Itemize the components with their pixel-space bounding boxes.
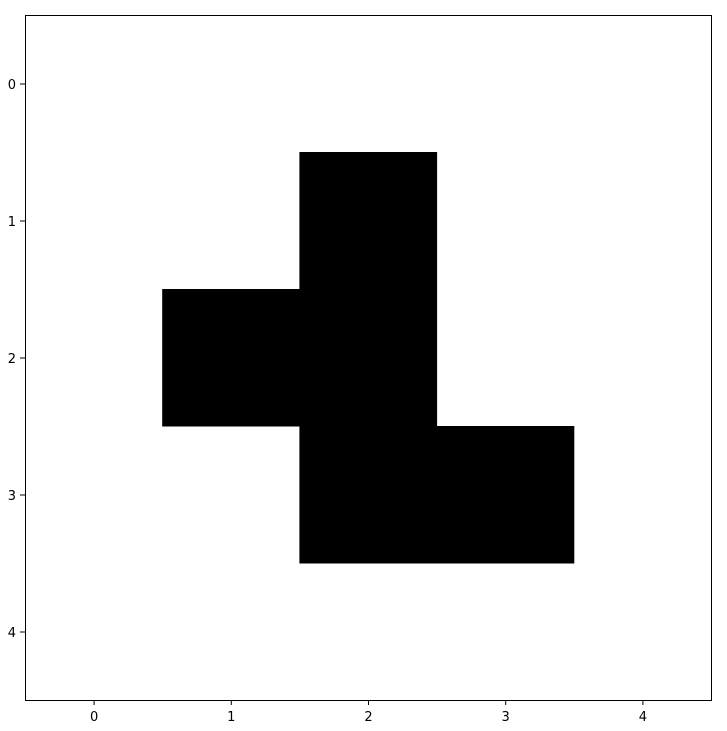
y-tick-label: 3 bbox=[8, 489, 16, 504]
filled-cell bbox=[299, 426, 438, 564]
x-tick-label: 0 bbox=[90, 710, 98, 725]
plot-frame bbox=[25, 15, 712, 701]
y-tick-label: 0 bbox=[8, 78, 16, 93]
filled-cell bbox=[162, 289, 300, 427]
filled-cell bbox=[436, 426, 575, 564]
x-tick-label: 1 bbox=[227, 710, 235, 725]
y-tick-label: 2 bbox=[8, 352, 16, 367]
x-tick-label: 2 bbox=[364, 710, 372, 725]
x-tick-label: 4 bbox=[639, 710, 647, 725]
x-tick-label: 3 bbox=[502, 710, 510, 725]
filled-cell bbox=[299, 152, 438, 290]
cells-layer bbox=[25, 15, 711, 700]
y-tick-label: 1 bbox=[8, 215, 16, 230]
ticks-layer: 0 1 2 3 4 0 1 2 3 4 bbox=[8, 78, 647, 725]
y-tick-label: 4 bbox=[8, 626, 16, 641]
filled-cell bbox=[299, 289, 438, 427]
